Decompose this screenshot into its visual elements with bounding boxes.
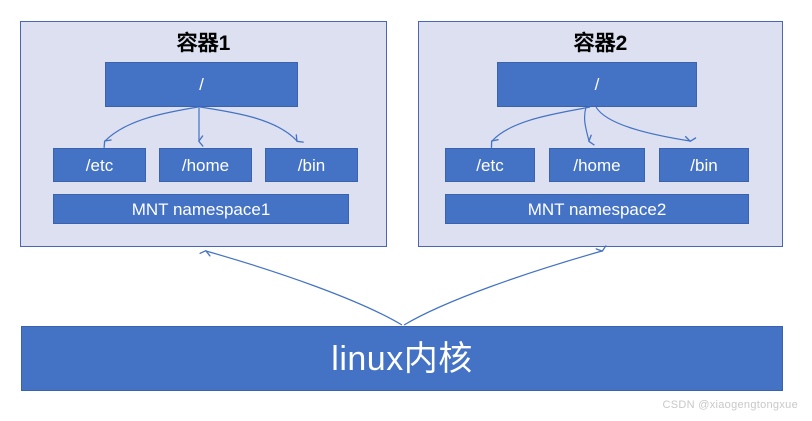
arrow-kernel-to-container-2 bbox=[403, 245, 607, 326]
dir-box-home-2: /home bbox=[549, 148, 645, 182]
linux-kernel-label: linux内核 bbox=[331, 339, 473, 378]
dir-box-etc-2: /etc bbox=[445, 148, 535, 182]
dir-box-bin-1: /bin bbox=[265, 148, 358, 182]
container-title-2: 容器2 bbox=[573, 32, 628, 55]
watermark: CSDN @xiaogengtongxue bbox=[662, 399, 798, 411]
container-panel-1: 容器1 / /etc /home /bin MNT namespace1 bbox=[20, 21, 387, 247]
root-fs-box-2: / bbox=[497, 62, 697, 107]
mnt-namespace-bar-2: MNT namespace2 bbox=[445, 194, 749, 224]
dir-box-bin-2: /bin bbox=[659, 148, 749, 182]
container-title-1: 容器1 bbox=[176, 32, 231, 55]
root-fs-box-1: / bbox=[105, 62, 298, 107]
dir-box-home-1: /home bbox=[159, 148, 252, 182]
dir-box-etc-1: /etc bbox=[53, 148, 146, 182]
arrow-kernel-to-container-1 bbox=[199, 250, 403, 326]
container-panel-2: 容器2 / /etc /home /bin MNT namespace2 bbox=[418, 21, 783, 247]
mnt-namespace-bar-1: MNT namespace1 bbox=[53, 194, 349, 224]
linux-kernel-bar: linux内核 bbox=[21, 326, 783, 391]
